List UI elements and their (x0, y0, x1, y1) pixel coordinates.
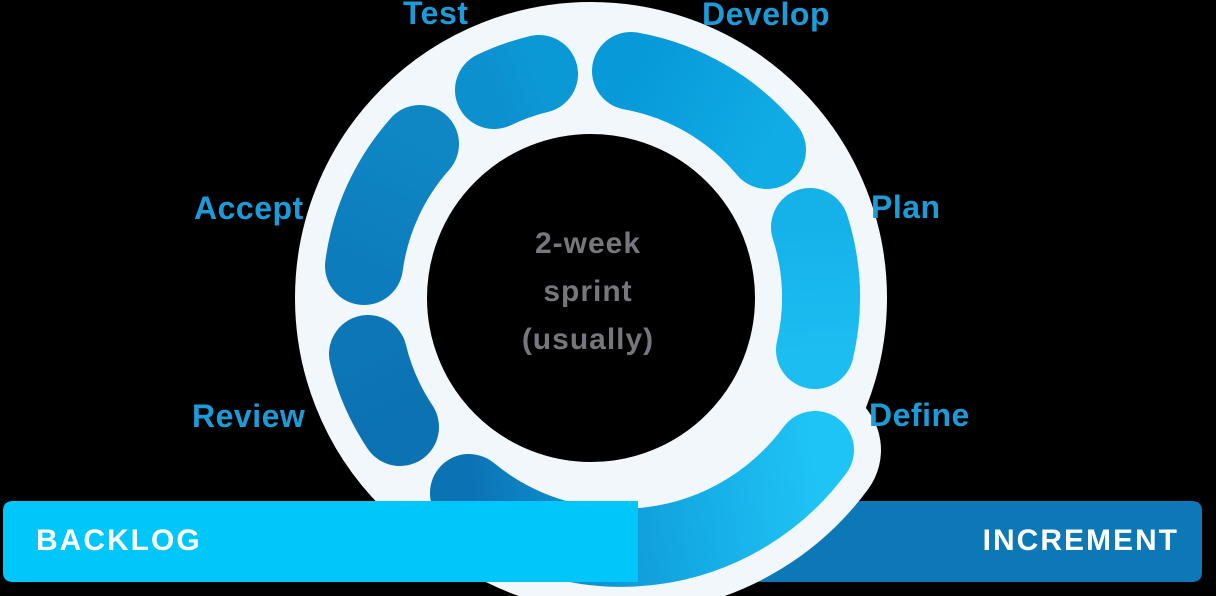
ring-center-text: 2-week sprint (usually) (438, 220, 738, 364)
center-text-line2: sprint (543, 275, 633, 308)
center-text-line1: 2-week (534, 227, 642, 260)
segment-test (455, 35, 578, 129)
segment-label-plan: Plan (871, 189, 941, 225)
increment-bar-label: INCREMENT (982, 524, 1179, 557)
segment-label-define: Define (869, 397, 970, 433)
segment-label-accept: Accept (194, 190, 304, 226)
center-text-line3: (usually) (521, 323, 655, 356)
backlog-bar (3, 501, 638, 582)
segment-label-develop: Develop (702, 0, 830, 32)
segment-review (329, 315, 439, 466)
segment-develop (592, 32, 806, 189)
segment-label-review: Review (192, 398, 306, 434)
backlog-bar-label: BACKLOG (36, 524, 202, 557)
segment-plan (771, 188, 861, 389)
segment-label-test: Test (403, 0, 469, 31)
segment-accept (325, 105, 459, 305)
